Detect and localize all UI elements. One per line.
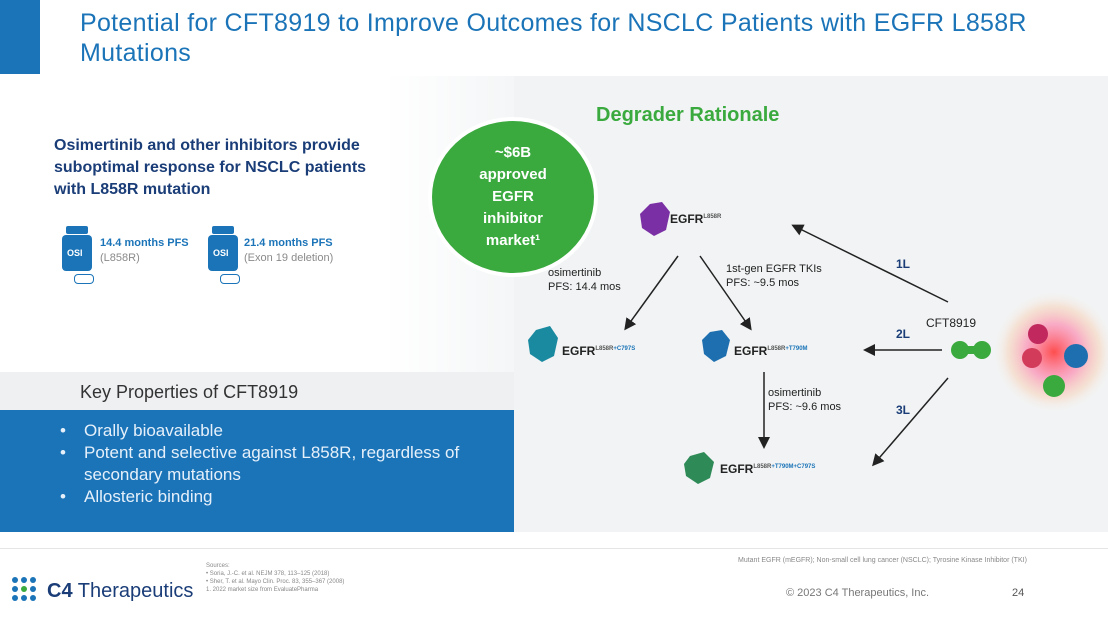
egfr-mut: +T790M xyxy=(785,346,808,352)
egfr-c797s-label: EGFRL858R+C797S xyxy=(562,344,635,358)
halo-blob xyxy=(1043,375,1065,397)
annotation-drug: 1st-gen EGFR TKIs xyxy=(726,263,822,275)
cft8919-label: CFT8919 xyxy=(926,316,977,330)
egfr-sup: L858R xyxy=(753,464,772,470)
annotation-pfs: PFS: ~9.6 mos xyxy=(768,401,842,413)
annotation-pfs: PFS: 14.4 mos xyxy=(548,281,621,293)
line-3l-label: 3L xyxy=(896,403,911,417)
market-line: approved xyxy=(479,166,547,183)
market-size-circle xyxy=(432,121,594,273)
market-line: market¹ xyxy=(485,232,541,249)
cft8919-glyph-left xyxy=(951,341,969,359)
egfr-l858r-label: EGFRL858R xyxy=(670,212,721,226)
osimertinib-t790m-annotation: osimertinib PFS: ~9.6 mos xyxy=(768,386,841,414)
abbreviations-note: Mutant EGFR (mEGFR); Non-small cell lung… xyxy=(738,557,1027,564)
osi-stat-l858r: 14.4 months PFS (L858R) xyxy=(100,236,189,266)
market-line: inhibitor xyxy=(483,210,543,227)
company-logo-text: C4 Therapeutics xyxy=(47,580,193,603)
arrow-to-c797s xyxy=(624,255,679,331)
egfr-base: EGFR xyxy=(734,344,768,358)
logo-bold: C4 xyxy=(47,580,73,602)
cft8919-glyph-linker xyxy=(964,346,978,354)
arrow-to-t790m xyxy=(699,255,752,331)
first-gen-tki-annotation: 1st-gen EGFR TKIs PFS: ~9.5 mos xyxy=(726,262,822,290)
cft8919-glyph-right xyxy=(973,341,991,359)
sources-block: Sources: • Soria, J.-C. et al. NEJM 378,… xyxy=(206,562,446,594)
right-panel xyxy=(514,76,1108,532)
egfr-t790m-protein xyxy=(702,330,730,362)
halo-blob xyxy=(1022,348,1042,368)
market-line: EGFR xyxy=(492,188,534,205)
halo-blob xyxy=(1064,344,1088,368)
annotation-pfs: PFS: ~9.5 mos xyxy=(726,277,800,289)
osi-pill-icon: OSI xyxy=(60,226,94,284)
logo-rest: Therapeutics xyxy=(72,580,194,602)
degrader-rationale-title: Degrader Rationale xyxy=(596,104,780,126)
egfr-double-mutant-protein xyxy=(684,452,714,484)
egfr-mut: +T790M+C797S xyxy=(771,464,816,470)
line-1l-label: 1L xyxy=(896,257,911,271)
key-properties-band xyxy=(0,372,514,410)
egfr-t790m-label: EGFRL858R+T790M xyxy=(734,344,808,358)
osi-pill-label: OSI xyxy=(67,248,83,258)
osi-stat-sub: (Exon 19 deletion) xyxy=(244,252,334,264)
egfr-base: EGFR xyxy=(562,344,596,358)
degrader-diagram xyxy=(528,202,1108,484)
egfr-sup: L858R xyxy=(703,214,722,220)
arrow-1l xyxy=(791,224,949,303)
key-property-item: Potent and selective against L858R, rega… xyxy=(60,442,500,486)
key-property-item: Allosteric binding xyxy=(60,486,500,508)
egfr-base: EGFR xyxy=(670,212,704,226)
page-number: 24 xyxy=(1012,587,1025,599)
copyright: © 2023 C4 Therapeutics, Inc. xyxy=(786,587,930,599)
egfr-base: EGFR xyxy=(720,462,754,476)
market-size-text: ~$6B approved EGFR inhibitor market¹ xyxy=(432,142,594,252)
inhibitor-headline: Osimertinib and other inhibitors provide… xyxy=(54,137,367,198)
egfr-c797s-protein xyxy=(528,326,558,362)
arrow-3l xyxy=(872,377,949,467)
slide-title: Potential for CFT8919 to Improve Outcome… xyxy=(80,9,1027,67)
egfr-double-mutant-label: EGFRL858R+T790M+C797S xyxy=(720,462,815,476)
halo-blob xyxy=(1028,324,1048,344)
source-item: • Sher, T. et al. Mayo Clin. Proc. 83, 3… xyxy=(206,579,345,585)
footer-divider xyxy=(0,548,1108,549)
market-line: ~$6B xyxy=(494,144,532,161)
title-accent-bar xyxy=(0,0,40,74)
source-item: 1. 2022 market size from EvaluatePharma xyxy=(206,587,319,593)
osi-stat-sub: (L858R) xyxy=(100,252,140,264)
source-item: • Soria, J.-C. et al. NEJM 378, 113–125 … xyxy=(206,571,330,577)
sources-title: Sources: xyxy=(206,563,230,569)
line-2l-label: 2L xyxy=(896,327,911,341)
egfr-l858r-protein xyxy=(640,202,670,236)
key-properties-title: Key Properties of CFT8919 xyxy=(80,382,299,402)
osi-pill-icon: OSI xyxy=(206,226,240,284)
egfr-sup: L858R xyxy=(767,346,786,352)
egfr-mut: +C797S xyxy=(613,346,636,352)
annotation-drug: osimertinib xyxy=(548,267,602,279)
osimertinib-pfs-annotation: osimertinib PFS: 14.4 mos xyxy=(548,266,621,294)
egfr-sup: L858R xyxy=(595,346,614,352)
key-property-item: Orally bioavailable xyxy=(60,420,500,442)
degrader-halo xyxy=(992,290,1108,414)
osi-stat-value: 14.4 months PFS xyxy=(100,237,189,249)
annotation-drug: osimertinib xyxy=(768,387,822,399)
osi-stat-exon19: 21.4 months PFS (Exon 19 deletion) xyxy=(244,236,333,266)
c4-logo-icon xyxy=(12,577,36,601)
osi-stat-value: 21.4 months PFS xyxy=(244,237,333,249)
left-panel xyxy=(0,76,514,372)
key-properties-list: Orally bioavailable Potent and selective… xyxy=(60,420,500,508)
osi-pill-label: OSI xyxy=(213,248,229,258)
